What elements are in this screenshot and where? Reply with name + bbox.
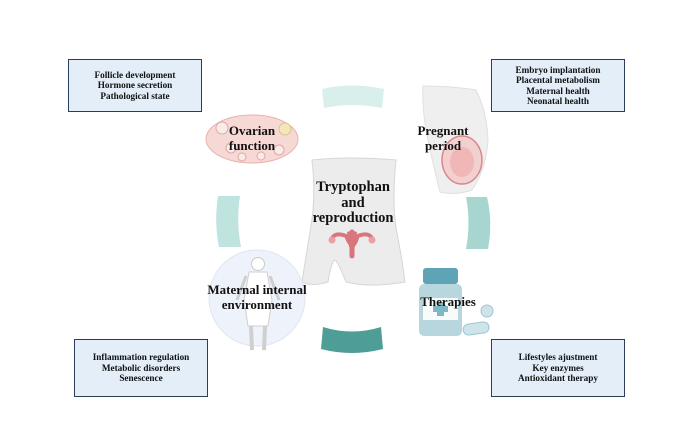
body-silhouette-icon xyxy=(301,157,406,286)
therapies-detail-item: Antioxidant therapy xyxy=(518,373,598,384)
arc-right xyxy=(466,197,491,249)
ovarian-details-box: Follicle development Hormone secretion P… xyxy=(68,59,202,112)
therapies-detail-item: Key enzymes xyxy=(532,362,584,373)
uterus-body-icon xyxy=(347,231,357,249)
pregnant-detail-item: Embryo implantation xyxy=(515,64,601,75)
pregnant-period-label: Pregnant period xyxy=(405,123,481,153)
maternal-environment-label: Maternal internal environment xyxy=(198,282,316,312)
arc-bottom xyxy=(321,327,383,353)
maternal-details-box: Inflammation regulation Metabolic disord… xyxy=(74,339,208,397)
pill-capsule-icon xyxy=(462,304,494,336)
therapies-label: Therapies xyxy=(412,294,484,309)
center-title: Tryptophan and reproduction xyxy=(303,179,403,227)
therapies-details-box: Lifestyles ajustment Key enzymes Antioxi… xyxy=(491,339,625,397)
center-title-line-1: Tryptophan xyxy=(316,179,390,195)
pregnant-detail-item: Maternal health xyxy=(526,85,590,96)
maternal-label-line-2: environment xyxy=(221,297,293,312)
ovary-icon xyxy=(205,114,299,164)
center-title-line-2: and xyxy=(341,194,365,211)
ovarian-detail-item: Hormone secretion xyxy=(97,80,173,91)
pregnant-details-box: Embryo implantation Placental metabolism… xyxy=(491,59,625,112)
maternal-figure-icon xyxy=(208,249,306,351)
pregnant-label-line-2: period xyxy=(424,138,462,153)
pregnant-silhouette-icon xyxy=(422,85,489,195)
maternal-detail-item: Metabolic disorders xyxy=(101,362,181,373)
maternal-detail-item: Senescence xyxy=(119,373,163,384)
pregnant-detail-item: Neonatal health xyxy=(526,95,589,106)
ovarian-label-line-1: Ovarian xyxy=(228,123,276,138)
ovarian-detail-item: Pathological state xyxy=(100,90,170,101)
ovarian-function-label: Ovarian function xyxy=(212,123,292,153)
therapies-label-text: Therapies xyxy=(420,294,476,309)
center-title-line-3: reproduction xyxy=(312,210,394,226)
maternal-label-line-1: Maternal internal xyxy=(207,282,307,297)
arc-top xyxy=(322,85,384,108)
maternal-detail-item: Inflammation regulation xyxy=(92,352,190,363)
pregnant-detail-item: Placental metabolism xyxy=(516,75,600,86)
medicine-bottle-icon xyxy=(419,268,462,336)
pregnant-label-line-1: Pregnant xyxy=(417,123,469,138)
arc-left xyxy=(216,196,241,247)
ovarian-detail-item: Follicle development xyxy=(94,69,176,80)
ovarian-label-line-2: function xyxy=(228,138,276,153)
therapies-detail-item: Lifestyles ajustment xyxy=(518,352,598,363)
